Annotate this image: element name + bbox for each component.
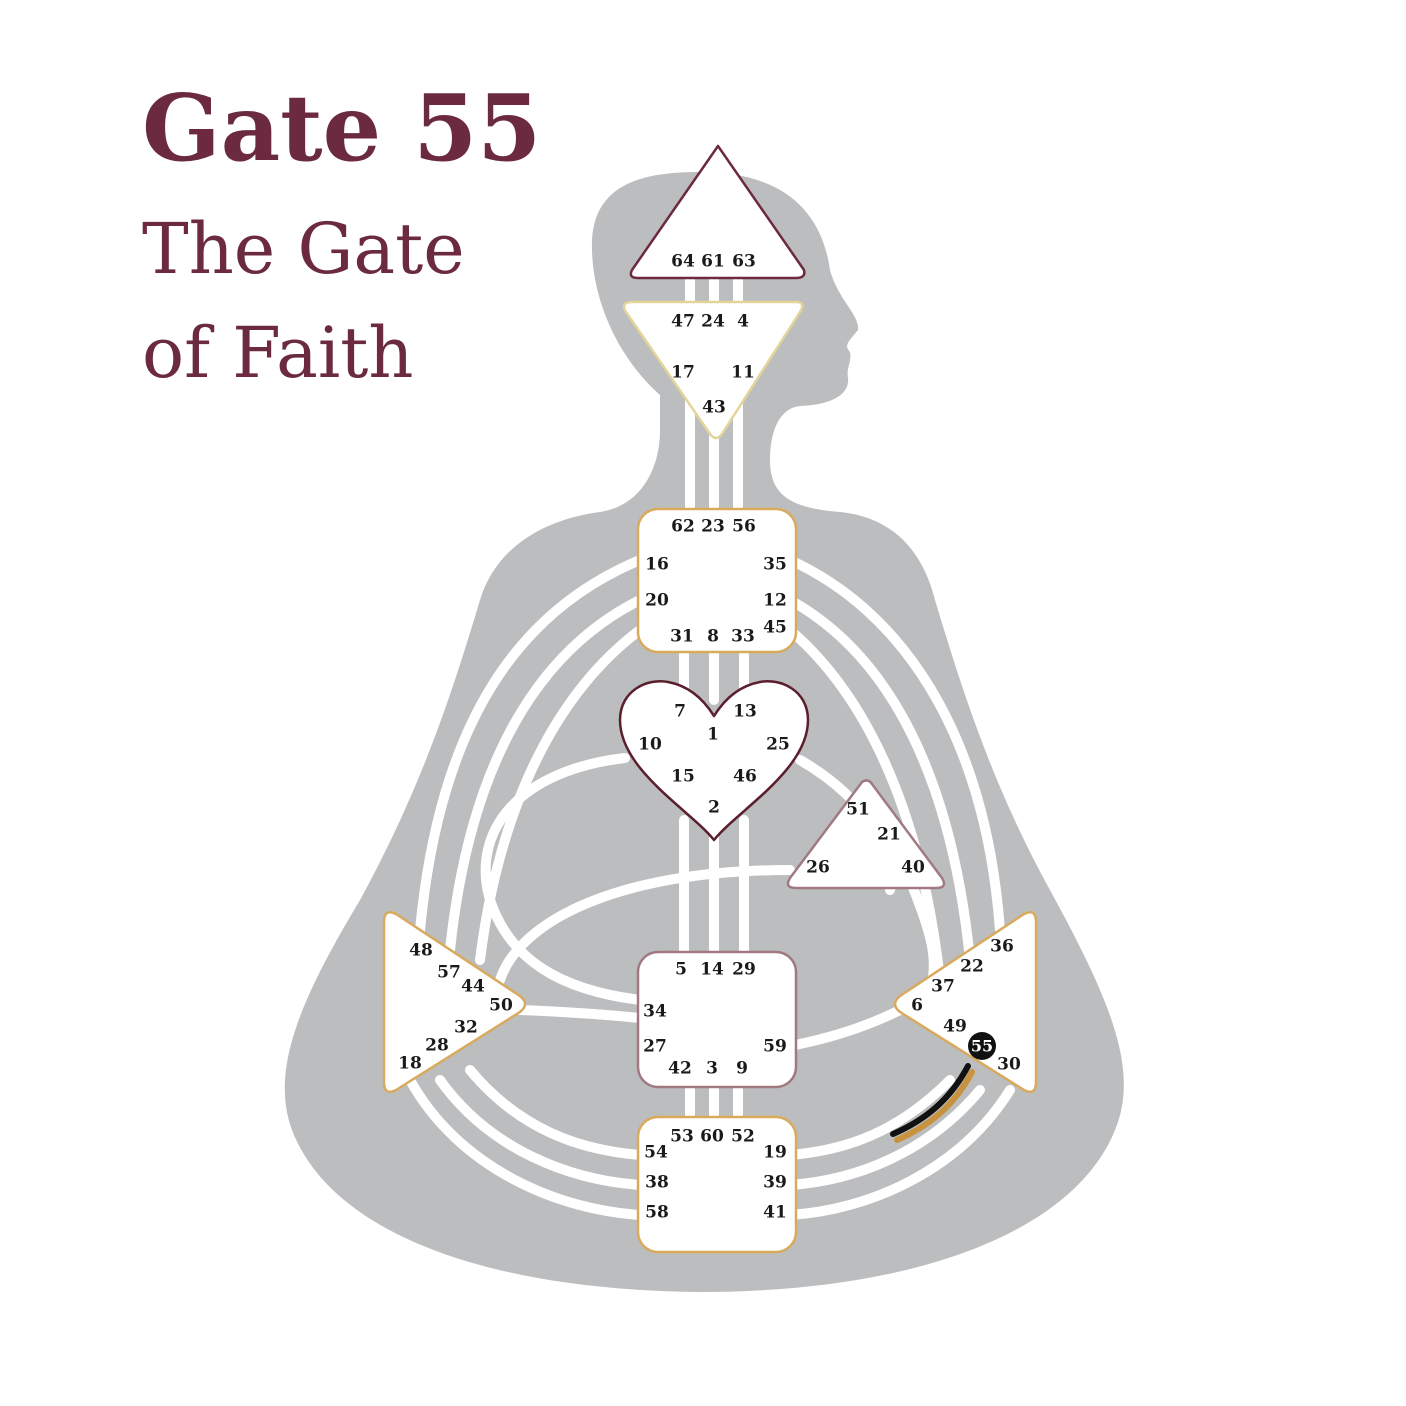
gate-12: 12 [763, 591, 787, 611]
gate-64: 64 [671, 252, 695, 272]
gate-46: 46 [733, 767, 757, 787]
subtitle-line-2: of Faith [142, 312, 414, 395]
g-center: 7 13 1 10 25 15 46 2 [618, 680, 810, 842]
gate-3: 3 [706, 1059, 718, 1079]
gate-13: 13 [733, 702, 757, 722]
gate-11: 11 [731, 363, 755, 383]
gate-42: 42 [668, 1059, 692, 1079]
gate-51: 51 [846, 800, 870, 820]
gate-62: 62 [671, 517, 695, 537]
gate-47: 47 [671, 312, 695, 332]
gate-8: 8 [707, 627, 719, 647]
gate-40: 40 [901, 858, 925, 878]
gate-49: 49 [943, 1017, 967, 1037]
gate-36: 36 [990, 937, 1014, 957]
gate-50: 50 [489, 996, 513, 1016]
spleen-center: 48 57 44 50 32 28 18 [382, 911, 527, 1093]
gate-35: 35 [763, 555, 787, 575]
gate-33: 33 [731, 627, 755, 647]
gate-24: 24 [701, 312, 725, 332]
gate-56: 56 [732, 517, 756, 537]
gate-20: 20 [645, 591, 669, 611]
gate-30: 30 [997, 1055, 1021, 1075]
root-center: 53 60 52 54 19 38 39 58 41 [636, 1115, 798, 1254]
gate-27: 27 [643, 1037, 667, 1057]
gate-31: 31 [670, 627, 694, 647]
solar-plexus-center: 36 22 37 6 49 55 30 [893, 911, 1038, 1093]
sacral-center: 5 14 29 34 27 59 42 3 9 [636, 950, 798, 1089]
gate-32: 32 [454, 1018, 478, 1038]
gate-45: 45 [763, 618, 787, 638]
gate-41: 41 [763, 1203, 787, 1223]
gate-18: 18 [398, 1054, 422, 1074]
gate-7: 7 [674, 702, 686, 722]
gate-37: 37 [931, 977, 955, 997]
gate-38: 38 [645, 1173, 669, 1193]
subtitle-line-1: The Gate [142, 208, 465, 291]
gate-23: 23 [701, 517, 725, 537]
gate-5: 5 [675, 960, 687, 980]
gate-26: 26 [806, 858, 830, 878]
gate-19: 19 [763, 1143, 787, 1163]
gate-16: 16 [645, 555, 669, 575]
gate-59: 59 [763, 1037, 787, 1057]
gate-43: 43 [702, 398, 726, 418]
gate-29: 29 [732, 960, 756, 980]
gate-4: 4 [737, 312, 749, 332]
gate-10: 10 [638, 735, 662, 755]
gate-1: 1 [707, 725, 719, 745]
head-center: 64 61 63 [629, 144, 806, 280]
gate-17: 17 [671, 363, 695, 383]
throat-center: 62 23 56 16 35 20 12 45 31 8 33 [636, 507, 798, 654]
page-subtitle: The Gate of Faith [142, 197, 541, 405]
gate-39: 39 [763, 1173, 787, 1193]
gate-14: 14 [700, 960, 724, 980]
gate-15: 15 [671, 767, 695, 787]
page-title: Gate 55 [142, 74, 542, 182]
gate-48: 48 [409, 941, 433, 961]
gate-63: 63 [732, 252, 756, 272]
gate-22: 22 [960, 957, 984, 977]
gate-21: 21 [877, 825, 901, 845]
gate-57: 57 [437, 963, 461, 983]
gate-58: 58 [645, 1203, 669, 1223]
gate-2: 2 [708, 798, 720, 818]
gate-28: 28 [425, 1036, 449, 1056]
gate-6: 6 [911, 996, 923, 1016]
gate-54: 54 [644, 1143, 668, 1163]
gate-55: 55 [971, 1037, 993, 1056]
gate-34: 34 [643, 1002, 667, 1022]
gate-9: 9 [736, 1059, 748, 1079]
active-channel-line [890, 1063, 975, 1143]
title-block: Gate 55 The Gate of Faith [142, 74, 542, 405]
gate-44: 44 [461, 977, 485, 997]
gate-25: 25 [766, 735, 790, 755]
gate-60: 60 [700, 1127, 724, 1147]
gate-52: 52 [731, 1127, 755, 1147]
active-gate-marker [968, 1032, 996, 1060]
gate-61: 61 [701, 252, 725, 272]
ego-center: 51 21 26 40 [786, 779, 946, 890]
gate-53: 53 [670, 1127, 694, 1147]
ajna-center: 47 24 4 17 11 43 [622, 300, 804, 440]
